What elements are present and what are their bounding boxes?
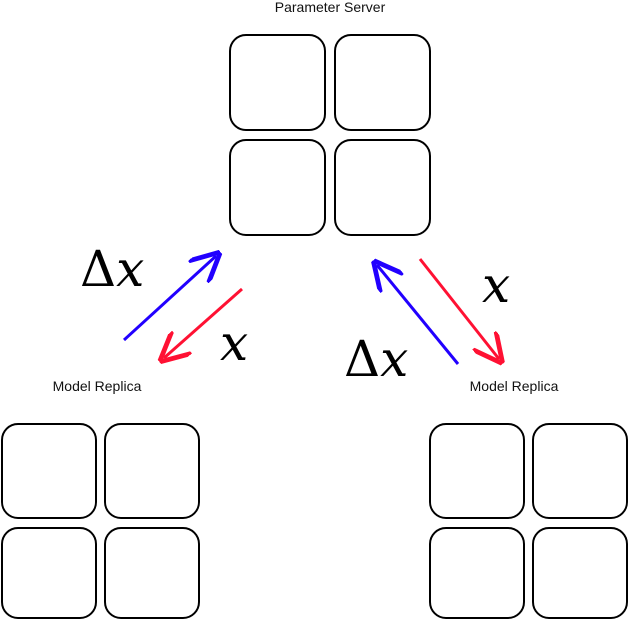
replica-cell — [104, 423, 200, 519]
left-param-arrow — [164, 287, 243, 358]
x-variable: x — [116, 240, 144, 298]
replica-cell — [532, 423, 628, 519]
right-param-arrow — [418, 258, 499, 359]
server-cell — [334, 34, 431, 131]
replica-cell — [532, 527, 628, 619]
replica-cell — [1, 527, 97, 619]
right-update-arrow — [377, 265, 460, 365]
parameter-server-label: Parameter Server — [275, 0, 386, 15]
right-x-label: x — [482, 256, 510, 314]
replica-cell — [104, 527, 200, 619]
parameter-server-grid — [229, 34, 431, 236]
server-cell — [334, 139, 431, 236]
model-replica-left-grid — [1, 423, 200, 619]
replica-cell — [1, 423, 97, 519]
replica-cell — [429, 527, 525, 619]
right-delta-x-label: Δx — [344, 330, 408, 388]
model-replica-right-grid — [429, 423, 628, 619]
delta-symbol: Δ — [80, 240, 116, 298]
left-update-arrow — [122, 256, 216, 342]
left-delta-x-label: Δx — [80, 240, 144, 298]
delta-symbol: Δ — [344, 330, 380, 388]
server-cell — [229, 34, 326, 131]
replica-cell — [429, 423, 525, 519]
model-replica-right-label: Model Replica — [470, 378, 559, 394]
server-cell — [229, 139, 326, 236]
model-replica-left-label: Model Replica — [53, 378, 142, 394]
x-variable: x — [380, 330, 408, 388]
left-x-label: x — [220, 314, 248, 372]
